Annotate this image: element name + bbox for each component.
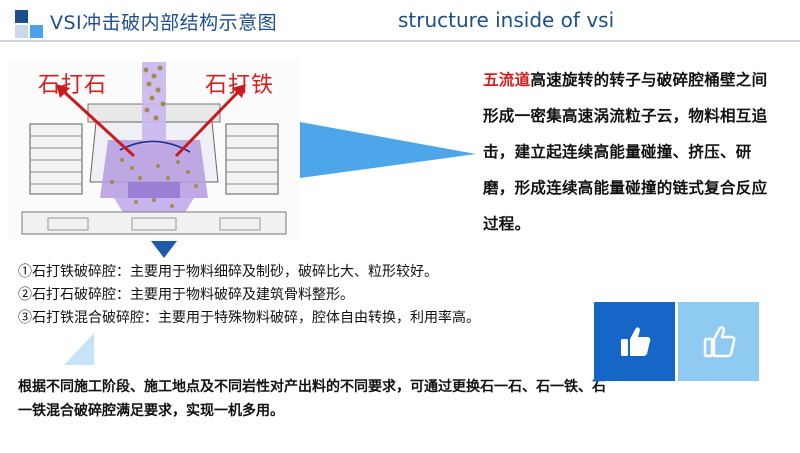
logo-mark <box>15 10 43 38</box>
thumbs-up-tile <box>594 302 675 381</box>
list-item: ③石打铁混合破碎腔：主要用于特殊物料破碎，腔体自由转换，利用率高。 <box>18 310 480 326</box>
description-text: 高速旋转的转子与破碎腔桶壁之间形成一密集高速涡流粒子云，物料相互追击，建立起连续… <box>483 70 768 233</box>
flow-channel-description: 五流道高速旋转的转子与破碎腔桶壁之间形成一密集高速涡流粒子云，物料相互追击，建立… <box>483 62 775 242</box>
label-stone-on-iron: 石打铁 <box>205 73 275 98</box>
thumbs-up-outline-tile <box>678 302 759 381</box>
down-arrow-icon <box>151 241 177 258</box>
summary-text: 根据不同施工阶段、施工地点及不同岩性对产出料的不同要求，可通过更换石一石、石一铁… <box>18 379 606 419</box>
list-item: ①石打铁破碎腔：主要用于物料细碎及制砂，破碎比大、粒形较好。 <box>18 264 438 280</box>
list-item: ②石打石破碎腔：主要用于物料破碎及建筑骨料整形。 <box>18 287 354 303</box>
page-title-cn: VSI冲击破内部结构示意图 <box>50 12 278 34</box>
thumbs-up-icon <box>620 326 650 356</box>
header-divider <box>0 40 800 42</box>
crusher-diagram <box>8 62 300 240</box>
callout-pointer <box>300 122 476 178</box>
highlight-term: 五流道 <box>483 70 531 89</box>
page-title-en: structure inside of vsi <box>398 8 615 32</box>
decorative-triangle <box>64 333 94 365</box>
label-stone-on-stone: 石打石 <box>38 73 108 98</box>
thumbs-up-outline-icon <box>703 325 735 357</box>
chamber-list: ①石打铁破碎腔：主要用于物料细碎及制砂，破碎比大、粒形较好。 ②石打石破碎腔：主… <box>18 261 603 330</box>
